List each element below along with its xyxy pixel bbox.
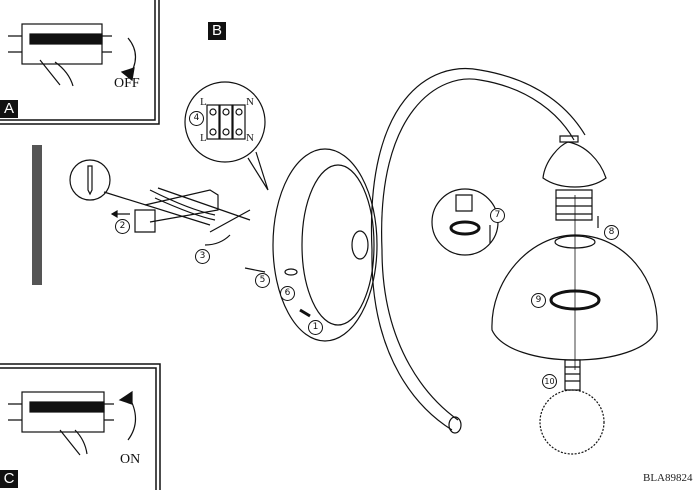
socket-cover	[542, 141, 607, 188]
step-6: 6	[280, 286, 295, 301]
terminal-block-inset	[184, 81, 266, 163]
terminal-n-top: N	[246, 96, 254, 108]
lamp-shade	[491, 234, 658, 361]
step-9: 9	[531, 293, 546, 308]
panel-c-label: C	[0, 470, 18, 488]
panel-a-frame	[0, 0, 160, 125]
terminal-l-bottom: L	[200, 132, 207, 144]
step-8: 8	[604, 225, 619, 240]
on-text: ON	[120, 452, 141, 467]
product-code: BLA89824	[643, 472, 693, 484]
wall-hatch	[32, 145, 42, 285]
wall-plug-inset	[69, 159, 111, 201]
mounting-bracket	[110, 187, 251, 246]
step-10: 10	[542, 374, 557, 389]
light-bulb	[539, 389, 605, 455]
canopy	[272, 148, 378, 342]
terminal-l-top: L	[200, 96, 207, 108]
terminal-n-bottom: N	[246, 132, 254, 144]
lamp-arm	[370, 68, 586, 434]
step-5: 5	[255, 273, 270, 288]
bulb-base	[564, 359, 581, 391]
step-1: 1	[308, 320, 323, 335]
off-text: OFF	[114, 76, 140, 91]
panel-a-label: A	[0, 100, 18, 118]
step-2: 2	[115, 219, 130, 234]
step-3: 3	[195, 249, 210, 264]
step-7: 7	[490, 208, 505, 223]
panel-b-label: B	[208, 22, 226, 40]
step-4: 4	[189, 111, 204, 126]
panel-c-frame	[0, 363, 161, 490]
